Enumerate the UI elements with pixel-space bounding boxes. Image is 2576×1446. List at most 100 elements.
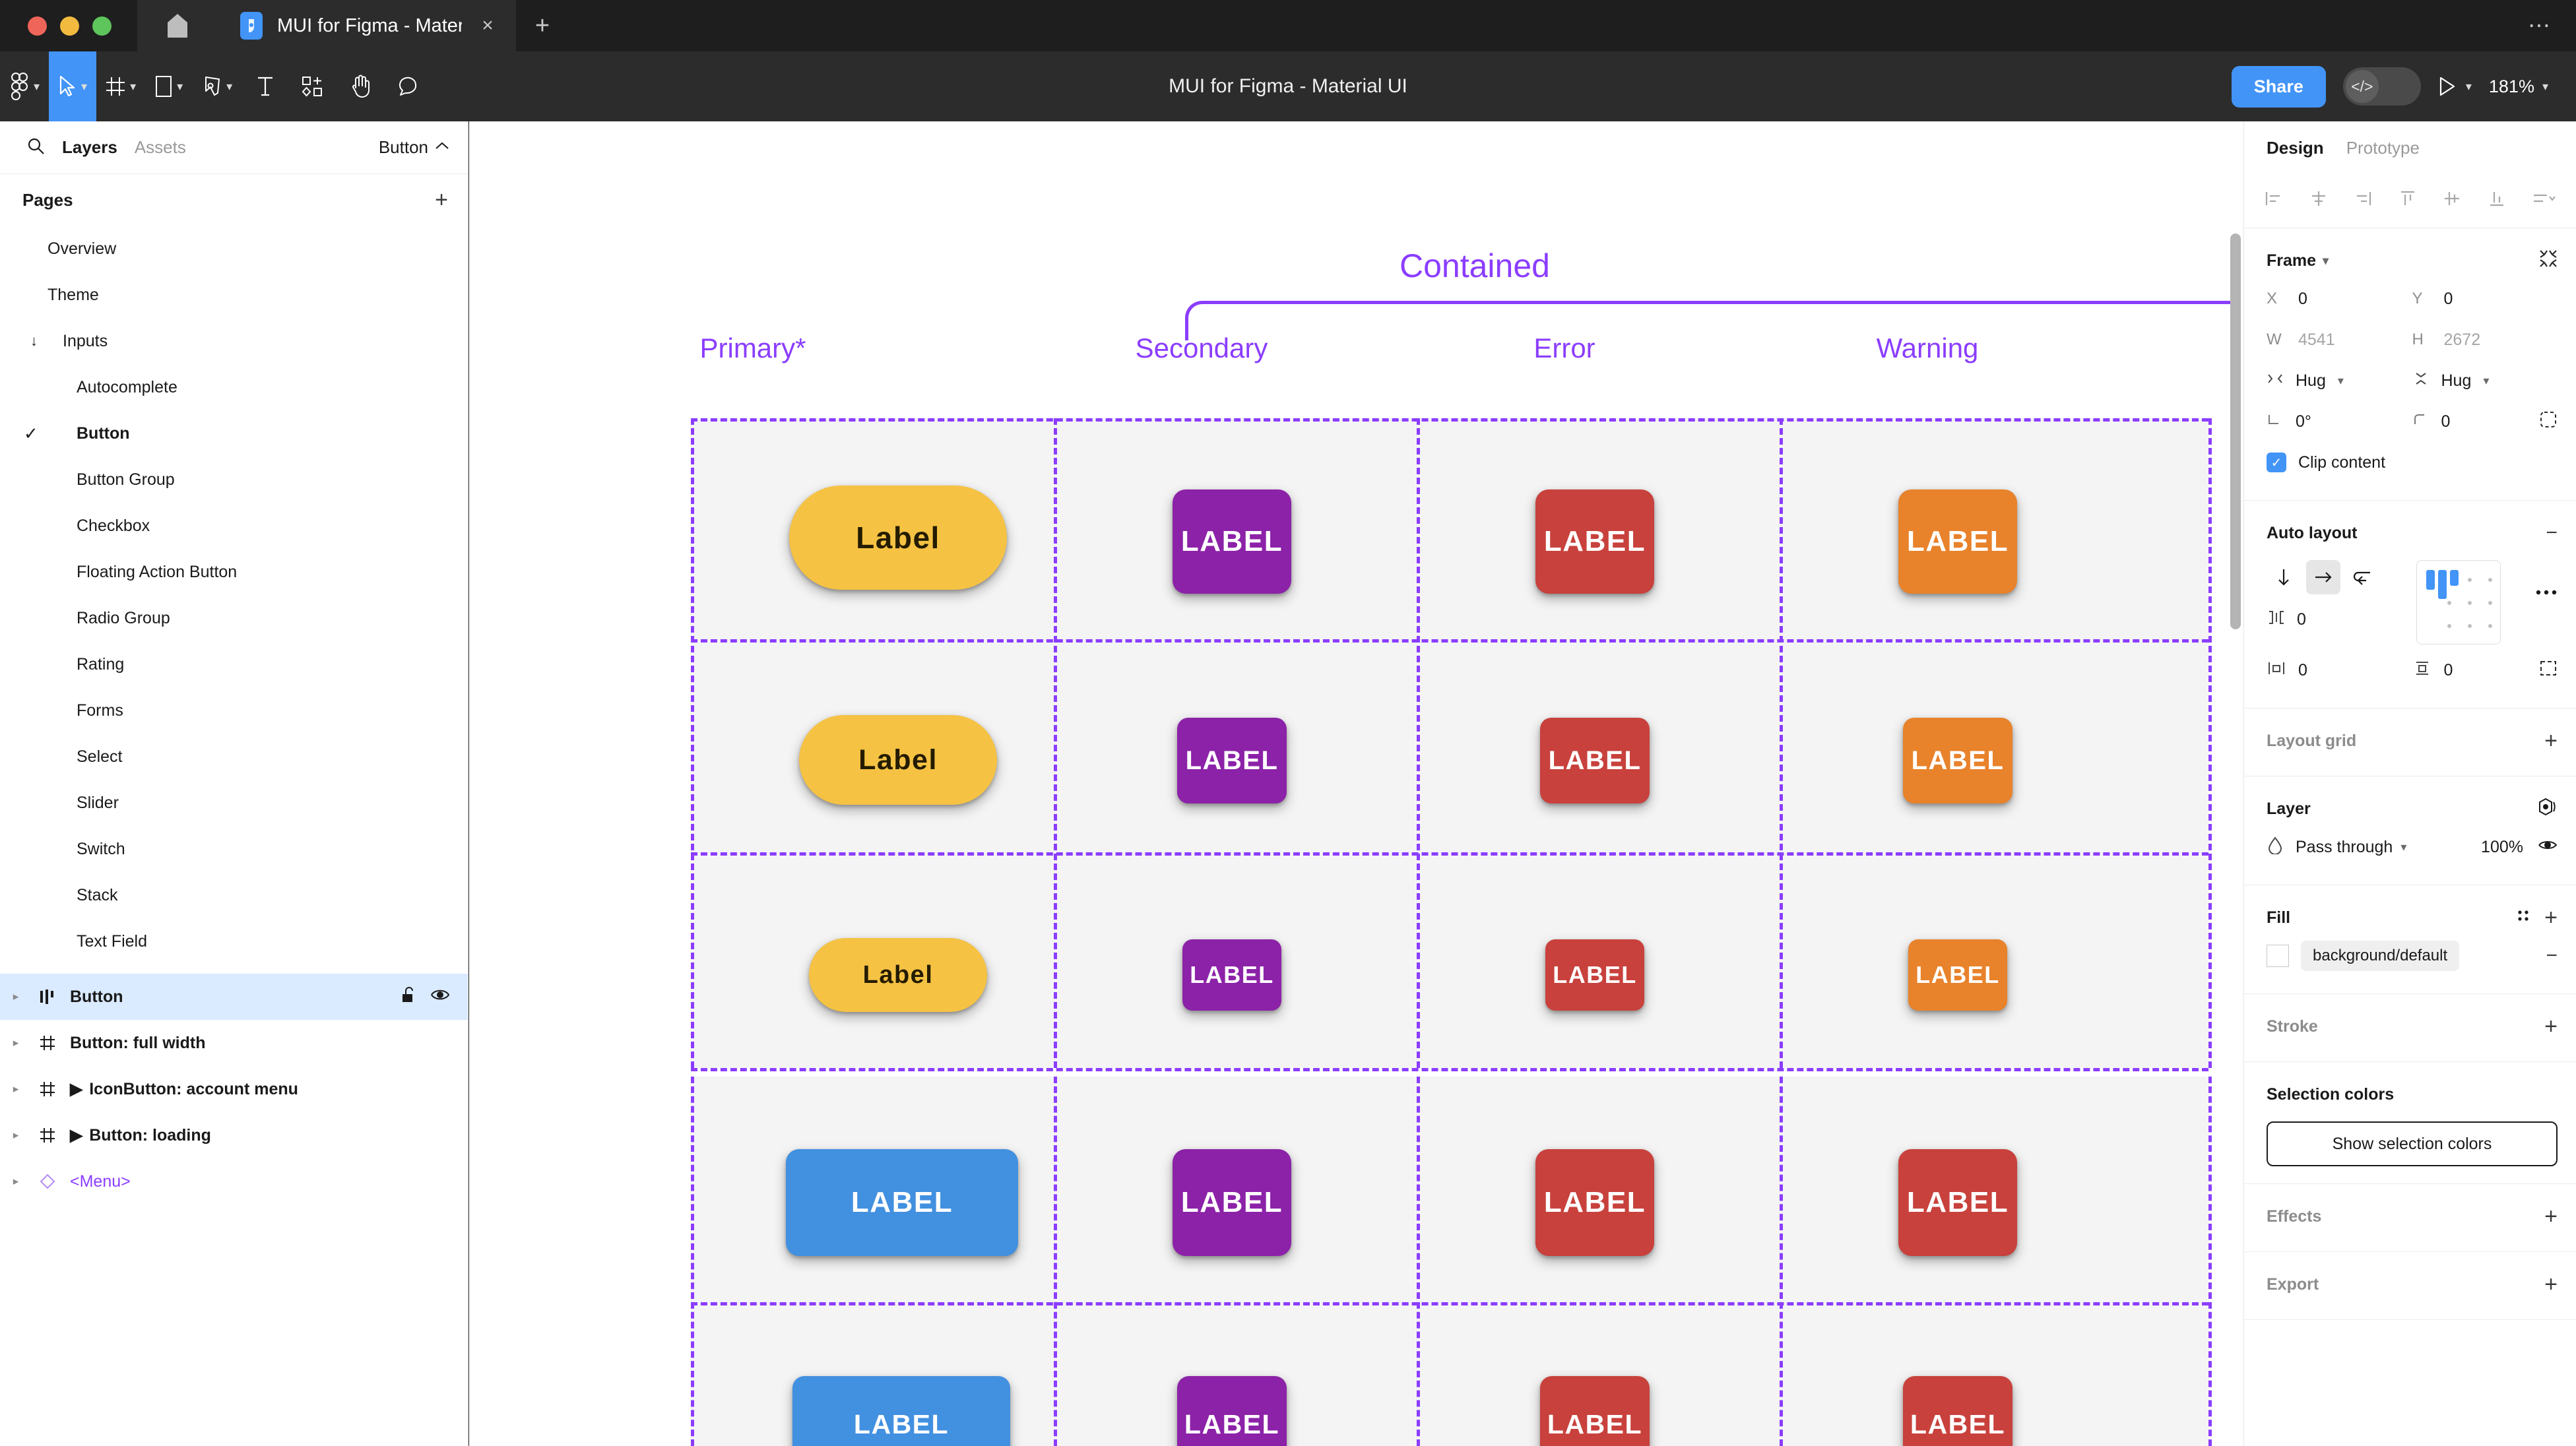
expand-caret-icon[interactable]: ▸ [13, 1083, 19, 1095]
show-selection-colors-button[interactable]: Show selection colors [2267, 1121, 2558, 1166]
resources-button[interactable] [289, 51, 337, 121]
canvas-vertical-scrollbar[interactable] [2230, 234, 2241, 629]
expand-caret-icon[interactable]: ▸ [13, 990, 19, 1003]
share-button[interactable]: Share [2231, 65, 2326, 108]
page-item-button[interactable]: ✓Button [24, 423, 130, 443]
page-item-forms[interactable]: Forms [77, 701, 123, 720]
fill-style-name[interactable]: background/default [2301, 941, 2460, 971]
button-error-medium[interactable]: LABEL [1540, 718, 1650, 803]
layer-row-menu[interactable]: ▸ <Menu> [0, 1158, 468, 1205]
button-error-large-outlined[interactable]: LABEL [1535, 1149, 1654, 1256]
tab-assets[interactable]: Assets [134, 137, 186, 157]
chevron-down-icon[interactable]: ▾ [2400, 840, 2407, 854]
hug-height-value[interactable]: Hug [2441, 371, 2472, 390]
button-error-medium-outlined[interactable]: LABEL [1540, 1376, 1650, 1446]
window-menu-icon[interactable]: ⋯ [2528, 13, 2552, 38]
minimize-window-button[interactable] [60, 16, 79, 36]
shape-tool-button[interactable]: ▾ [145, 51, 193, 121]
button-secondary-medium-outlined[interactable]: LABEL [1177, 1376, 1287, 1446]
page-item-autocomplete[interactable]: Autocomplete [77, 377, 177, 396]
vertical-padding-value[interactable]: 0 [2443, 660, 2453, 679]
dev-mode-toggle[interactable]: </> [2342, 67, 2421, 106]
align-left-icon[interactable] [2264, 189, 2284, 213]
blend-mode-value[interactable]: Pass through [2296, 837, 2393, 856]
hug-width-value[interactable]: Hug [2296, 371, 2326, 390]
expand-caret-icon[interactable]: ▸ [13, 1036, 19, 1049]
button-primary-large-outlined[interactable]: LABEL [786, 1149, 1018, 1256]
page-item-rating[interactable]: Rating [77, 654, 125, 674]
new-tab-button[interactable]: + [534, 11, 550, 40]
chevron-down-icon[interactable]: ▾ [2483, 374, 2490, 387]
button-primary-medium[interactable]: Label [799, 715, 997, 805]
page-selector[interactable]: Button [379, 137, 449, 158]
expand-caret-icon[interactable]: ▸ [13, 1129, 19, 1141]
page-item-text-field[interactable]: Text Field [77, 931, 147, 951]
tab-layers[interactable]: Layers [62, 137, 117, 157]
tab-prototype[interactable]: Prototype [2346, 137, 2420, 158]
button-primary-small[interactable]: Label [809, 938, 987, 1012]
close-window-button[interactable] [28, 16, 47, 36]
h-value[interactable]: 2672 [2443, 330, 2481, 349]
auto-layout-gap-value[interactable]: 0 [2297, 610, 2306, 629]
button-primary-large[interactable]: Label [789, 486, 1007, 590]
page-item-button-group[interactable]: Button Group [77, 470, 175, 489]
add-stroke-button[interactable]: + [2544, 1013, 2558, 1039]
figma-menu-button[interactable]: ▾ [0, 51, 49, 121]
individual-padding-icon[interactable] [2539, 660, 2558, 681]
move-tool-button[interactable]: ▾ [49, 51, 97, 121]
button-warning-medium[interactable]: LABEL [1903, 718, 2012, 803]
align-vertical-center-icon[interactable] [2442, 189, 2462, 213]
present-button[interactable]: ▾ [2438, 76, 2472, 97]
layer-row-iconbutton-account-menu[interactable]: ▸ ▶IconButton: account menu [0, 1066, 468, 1112]
align-bottom-icon[interactable] [2487, 189, 2507, 213]
align-right-icon[interactable] [2353, 189, 2373, 213]
button-warning-medium-outlined[interactable]: LABEL [1903, 1376, 2012, 1446]
frame-tool-button[interactable]: ▾ [96, 51, 145, 121]
add-export-button[interactable]: + [2544, 1271, 2558, 1297]
align-horizontal-center-icon[interactable] [2309, 189, 2329, 213]
page-item-slider[interactable]: Slider [77, 793, 119, 812]
page-item-checkbox[interactable]: Checkbox [77, 516, 150, 535]
auto-layout-wrap-button[interactable] [2346, 560, 2380, 594]
remove-fill-button[interactable]: − [2546, 945, 2558, 966]
corner-radius-value[interactable]: 0 [2441, 412, 2451, 431]
independent-corners-icon[interactable] [2539, 410, 2558, 433]
chevron-down-icon[interactable]: ▾ [2337, 374, 2344, 387]
button-warning-large-outlined[interactable]: LABEL [1898, 1149, 2017, 1256]
auto-layout-more-icon[interactable] [2535, 582, 2558, 601]
auto-layout-alignment-grid[interactable] [2416, 560, 2501, 644]
clip-content-row[interactable]: ✓ Clip content [2267, 442, 2558, 483]
layer-row-button-full-width[interactable]: ▸ Button: full width [0, 1020, 468, 1066]
auto-layout-vertical-button[interactable] [2267, 560, 2301, 594]
resize-to-fit-icon[interactable] [2539, 249, 2558, 272]
style-grid-icon[interactable] [2515, 908, 2531, 928]
button-primary-medium-outlined[interactable]: LABEL [792, 1376, 1010, 1446]
pen-tool-button[interactable]: ▾ [193, 51, 242, 121]
button-error-small[interactable]: LABEL [1545, 939, 1644, 1011]
add-fill-button[interactable]: + [2544, 904, 2558, 930]
button-secondary-medium[interactable]: LABEL [1177, 718, 1287, 803]
page-item-radio-group[interactable]: Radio Group [77, 608, 170, 627]
add-layout-grid-button[interactable]: + [2544, 728, 2558, 753]
expand-caret-icon[interactable]: ▸ [13, 1175, 19, 1187]
w-value[interactable]: 4541 [2298, 330, 2335, 349]
page-item-floating-action-button[interactable]: Floating Action Button [77, 562, 238, 581]
y-value[interactable]: 0 [2443, 289, 2453, 308]
button-secondary-small[interactable]: LABEL [1182, 939, 1281, 1011]
unlock-icon[interactable] [401, 986, 416, 1008]
auto-layout-horizontal-button[interactable] [2306, 560, 2340, 594]
frame-title-contained[interactable]: Contained [1400, 247, 1550, 284]
align-top-icon[interactable] [2398, 189, 2418, 213]
button-warning-large[interactable]: LABEL [1898, 489, 2017, 594]
hand-tool-button[interactable] [337, 51, 384, 121]
opacity-value[interactable]: 100% [2481, 837, 2523, 856]
button-secondary-large[interactable]: LABEL [1173, 489, 1291, 594]
page-item-inputs[interactable]: ↓Inputs [30, 331, 108, 350]
button-secondary-large-outlined[interactable]: LABEL [1173, 1149, 1291, 1256]
rotation-value[interactable]: 0° [2296, 412, 2311, 431]
comment-tool-button[interactable] [384, 51, 432, 121]
horizontal-padding-value[interactable]: 0 [2298, 660, 2307, 679]
zoom-control[interactable]: 181% ▾ [2489, 77, 2548, 97]
clip-content-checkbox[interactable]: ✓ [2267, 453, 2286, 472]
design-canvas[interactable]: Contained Primary* Secondary Error Warni… [469, 121, 2243, 1446]
